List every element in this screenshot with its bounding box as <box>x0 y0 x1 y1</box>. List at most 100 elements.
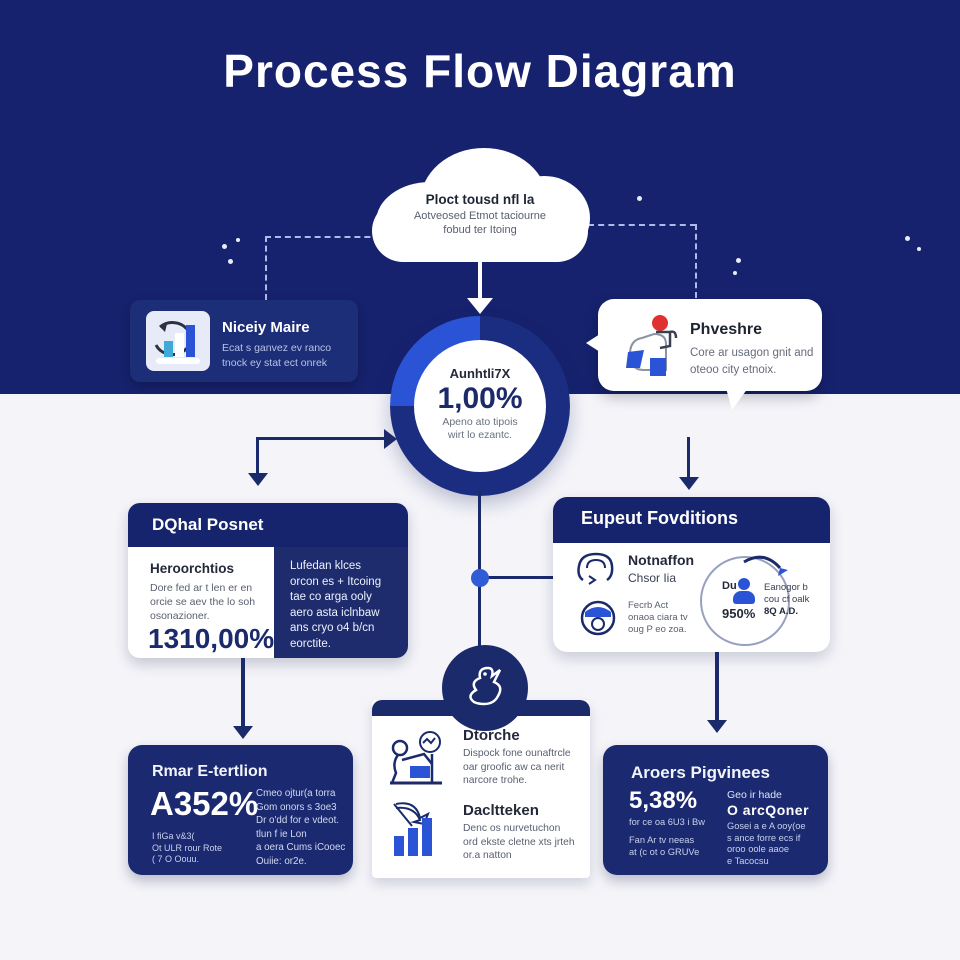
user-outline-icon <box>575 548 617 588</box>
left-card-subtitle: Heroorchtios <box>150 561 235 576</box>
person-icon-body <box>733 591 755 604</box>
bottom-center-item2-lines: Denc os nurvetuchon ord ekste cletne xts… <box>463 822 575 863</box>
right-card-header: Eupeut Fovditions <box>553 497 830 543</box>
bar-chart-arrow-icon <box>390 800 440 860</box>
left-card-side-text: Lufedan klces orcon es + Itcoing tae co … <box>290 559 381 652</box>
cloud-shape <box>372 200 588 262</box>
bubble-tail-left <box>586 334 600 352</box>
sparkle-dot <box>637 196 642 201</box>
sparkle-dot <box>236 238 240 242</box>
cloud-line1: Aotveosed Etmot taciourne <box>413 210 547 222</box>
left-card-body-line: orcie se aev the lo soh <box>150 596 256 608</box>
right-card-item2-line: onaoa ciara tv <box>628 612 688 623</box>
arrow-bubble-to-card <box>687 437 690 479</box>
arrow-cloud-to-circle-head <box>467 298 493 314</box>
arrow-bubble-to-card-head <box>679 477 699 490</box>
bottom-left-right-line: tlun f ie Lon <box>256 828 307 840</box>
bottom-left-small-line: ( 7 O Oouu. <box>152 854 200 864</box>
left-card-navy-panel: Lufedan klces orcon es + Itcoing tae co … <box>274 547 408 658</box>
left-card-body-line: Dore fed ar t len er en <box>150 582 253 594</box>
swan-icon <box>458 658 504 710</box>
arrow-rightcard-to-bottomright <box>715 652 719 724</box>
bottom-right-right-lines: Gosei a e A ooy(oe s ance forre ecs if o… <box>727 821 806 867</box>
gauge-circle <box>700 556 790 646</box>
right-card: Eupeut Fovditions <box>553 497 830 652</box>
right-card-item1-title: Notnaffon <box>628 552 695 568</box>
bottom-left-right-line: Ouiie: or2e. <box>256 855 307 867</box>
bottom-right-left-line: at (c ot o GRUVe <box>629 846 700 857</box>
dashed-connector-left-vertical <box>265 236 267 300</box>
bottom-right-right-line: oroo oole aaoe <box>727 844 790 854</box>
bottom-right-left-line: Fan Ar tv neeas <box>629 835 695 845</box>
bottom-left-small-line: Ot ULR rour Rote <box>152 842 223 853</box>
person-icon <box>738 578 750 590</box>
bottom-right-r1: Geo ir hade <box>727 789 782 801</box>
bottom-center-item2-line: Denc os nurvetuchon <box>463 823 561 834</box>
bottom-right-card: Aroers Pigvinees 5,38% for ce oa 6U3 i B… <box>603 745 828 875</box>
bottom-left-value: A352% <box>150 785 259 822</box>
cloud-title: Ploct tousd nfl la <box>425 192 535 207</box>
gauge-label: Du <box>722 580 737 592</box>
bottom-center-item1-title: Dtorche <box>463 727 520 744</box>
bottom-right-title: Aroers Pigvinees <box>631 763 770 782</box>
left-callout-line2: tnock ey stat ect onrek <box>222 357 328 369</box>
bottom-right-right-line: e Tacocsu <box>727 855 769 866</box>
bottom-left-right-lines: Cmeo ojtur(a torra Gom onors s 3oe3 Dr o… <box>256 787 345 868</box>
right-callout-line2: oteoo city etnoix. <box>690 364 777 376</box>
bottom-left-right-line: a oera Cums iCooec <box>256 842 346 853</box>
bottom-left-right-line: Cmeo ojtur(a torra <box>256 788 336 799</box>
bottom-left-card: Rmar E-tertlion A352% I fiGa v&3( Ot ULR… <box>128 745 353 875</box>
bottom-center-item1-line: oar groofic aw ca nerit <box>463 761 565 773</box>
bottom-left-right-line: Gom onors s 3oe3 <box>256 801 337 813</box>
bottom-left-small-lines: I fiGa v&3( Ot ULR rour Rote ( 7 O Oouu. <box>152 831 222 866</box>
gauge-side-line: cou cf oalk <box>764 594 810 605</box>
gauge-value: 950% <box>722 606 756 621</box>
bottom-center-item1-lines: Dispock fone ounaftrcle oar groofic aw c… <box>463 747 571 788</box>
left-card-header: DQhal Posnet <box>128 503 408 547</box>
dashed-connector-left-horizontal <box>265 236 420 238</box>
left-callout-line1: Ecat s ganvez ev ranco <box>222 342 332 354</box>
right-callout-title: Phveshre <box>690 321 763 338</box>
bottom-right-left-lines: Fan Ar tv neeas at (c ot o GRUVe <box>629 835 699 858</box>
dashed-connector-right-vertical <box>695 224 697 298</box>
donut-line2: wirt lo ezantc. <box>447 429 513 441</box>
sparkle-dot <box>733 271 737 275</box>
bottom-right-subtitle: for ce oa 6U3 i Bw <box>629 817 705 827</box>
right-card-item2-line: oug P eo zoa. <box>628 624 687 635</box>
bottom-left-right-line: Dr o'dd for e vdeot. <box>256 815 340 826</box>
bottom-right-right-line: Gosei a e A ooy(oe <box>727 821 806 831</box>
right-card-item2-line: Fecrb Act <box>628 600 669 611</box>
left-card-side-line: ans cryo o4 b/cn <box>290 622 375 634</box>
gauge-side-text: Eanogor b cou cf oalk 8Q A.D. <box>764 582 809 618</box>
left-card-white-panel: Heroorchtios Dore fed ar t len er en orc… <box>128 547 274 658</box>
bottom-center-item2-title: Dacltteken <box>463 802 539 819</box>
arrow-leftcard-to-bottomleft <box>241 658 245 730</box>
left-card: DQhal Posnet Heroorchtios Dore fed ar t … <box>128 503 408 658</box>
right-callout-bubble <box>598 299 822 391</box>
dashed-connector-right-horizontal <box>588 224 696 226</box>
left-card-side-line: aero asta iclnbaw <box>290 606 380 619</box>
chart-refresh-icon <box>146 311 210 371</box>
connector-elbow-arrow-right <box>384 429 397 449</box>
cloud-line2: fobud ter Itoing <box>443 224 517 236</box>
left-card-side-line: eorctite. <box>290 637 331 650</box>
donut-value: 1,00% <box>437 382 523 415</box>
donut-center: Aunhtli7X 1,00% Apeno ato tipois wirt lo… <box>414 340 546 472</box>
donut-label: Aunhtli7X <box>449 366 511 381</box>
arrow-leftcard-to-bottomleft-head <box>233 726 253 739</box>
gauge-side-line: Eanogor b <box>764 582 808 593</box>
donut-line1: Apeno ato tipois <box>442 416 518 428</box>
left-card-body: Dore fed ar t len er en orcie se aev the… <box>150 581 255 623</box>
connector-node <box>471 569 489 587</box>
person-chart-icon <box>388 730 444 788</box>
bottom-center-item1-line: Dispock fone ounaftrcle <box>463 748 571 759</box>
right-card-item1-subtitle: Chsor Iia <box>628 571 677 585</box>
sparkle-dot <box>222 244 227 249</box>
right-callout-line1: Core ar usagon gnit and <box>690 347 814 359</box>
left-card-side-line: Lufedan klces <box>290 560 361 572</box>
cloud-text-block: Ploct tousd nfl la Aotveosed Etmot tacio… <box>375 192 585 237</box>
badge-circle <box>442 645 528 731</box>
sparkle-dot <box>917 247 921 251</box>
face-cap-icon <box>578 598 618 638</box>
